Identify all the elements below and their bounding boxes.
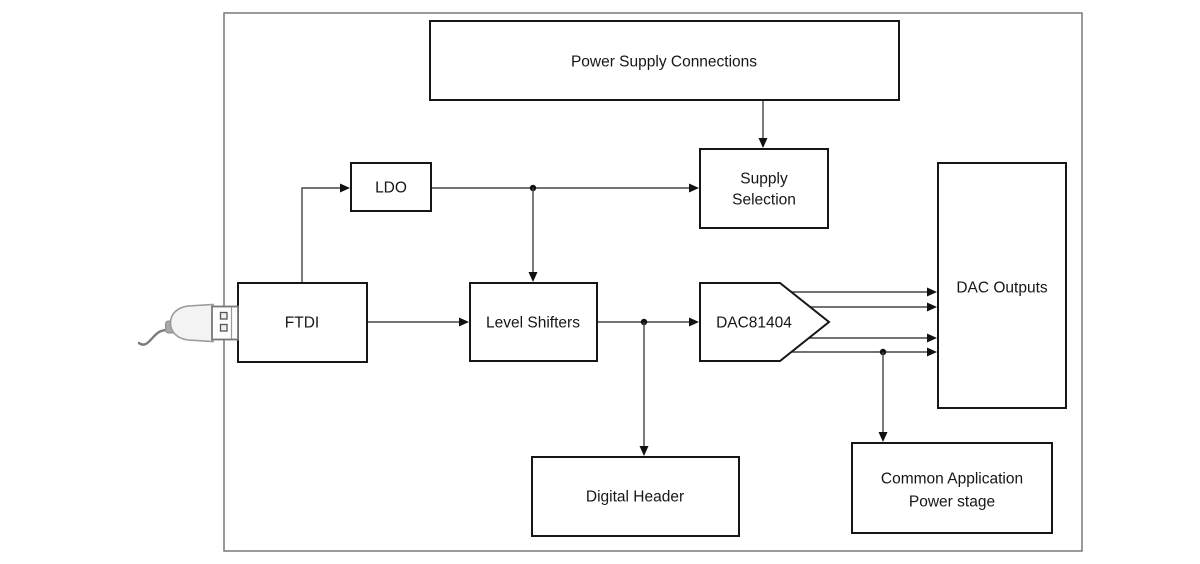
arrowhead-right-dac [689, 317, 699, 327]
block-common-application-power-stage-label-line1: Common Application [881, 470, 1023, 487]
usb-plug-body [169, 303, 214, 343]
arrowhead-down-common-app [878, 432, 888, 442]
block-ftdi-box [237, 282, 368, 363]
block-ldo: LDO [350, 162, 432, 212]
block-level-shifters-box [469, 282, 598, 362]
block-power-supply-connections-label: Power Supply Connections [571, 53, 757, 70]
block-digital-header-label: Digital Header [586, 488, 684, 505]
block-ldo-box [350, 162, 432, 212]
block-dac-outputs-box [937, 162, 1067, 409]
arrowhead-right-dac-out-ch4 [927, 347, 937, 357]
arrowhead-right-ldo [340, 183, 350, 193]
block-supply-selection-label-line1: Supply [740, 170, 788, 187]
block-digital-header: Digital Header [531, 456, 740, 537]
usb-hole-bottom [219, 323, 228, 332]
block-ftdi-label: FTDI [285, 314, 319, 331]
block-power-supply-connections-box [429, 20, 900, 101]
arrowhead-right-supply-selection [689, 183, 699, 193]
usb-hole-top [219, 311, 228, 320]
block-level-shifters-label: Level Shifters [486, 314, 580, 331]
usb-plug-icon [137, 303, 239, 346]
block-ldo-label: LDO [375, 179, 407, 196]
arrowhead-right-dac-out-ch3 [927, 333, 937, 343]
connectors [301, 100, 937, 456]
block-supply-selection: Supply Selection [699, 148, 829, 229]
usb-metal-shroud [211, 305, 239, 341]
block-dac81404: DAC81404 [699, 282, 831, 362]
block-level-shifters: Level Shifters [469, 282, 598, 362]
board-outline [223, 12, 1083, 552]
block-common-application-power-stage: Common Application Power stage [851, 442, 1053, 534]
arrowhead-down-digital-header [639, 446, 649, 456]
block-supply-selection-box [699, 148, 829, 229]
arrowhead-right-dac-out-ch2 [927, 302, 937, 312]
block-common-application-power-stage-label-line2: Power stage [909, 493, 995, 510]
block-dac81404-shape [699, 282, 831, 362]
block-supply-selection-label-line2: Selection [732, 191, 796, 208]
block-common-application-power-stage-box [851, 442, 1053, 534]
block-power-supply-connections: Power Supply Connections [429, 20, 900, 101]
arrowhead-right-level-shifters [459, 317, 469, 327]
block-digital-header-box [531, 456, 740, 537]
block-dac-outputs: DAC Outputs [937, 162, 1067, 409]
arrowhead-down-supply-selection [758, 138, 768, 148]
block-ftdi: FTDI [237, 282, 368, 363]
arrowhead-down-level-shifters [528, 272, 538, 282]
wire-ftdi-to-ldo [301, 187, 342, 283]
arrowhead-right-dac-out-ch1 [927, 287, 937, 297]
block-dac-outputs-label: DAC Outputs [956, 279, 1048, 296]
block-dac81404-label: DAC81404 [716, 314, 792, 331]
